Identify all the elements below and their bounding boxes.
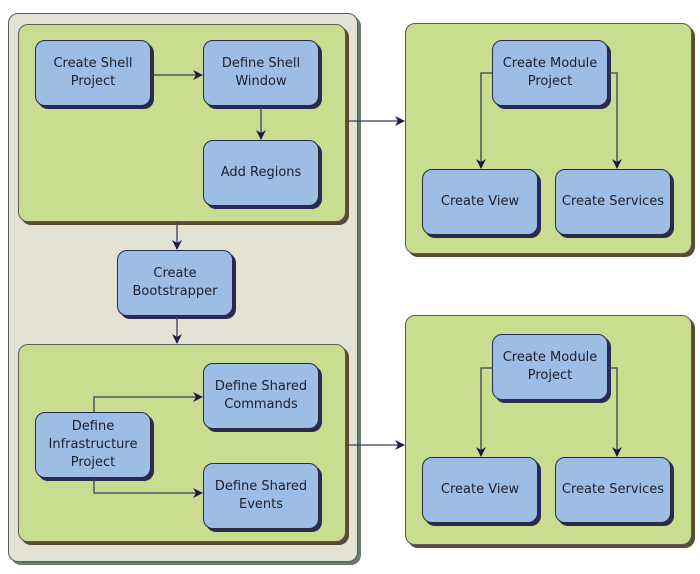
add-regions-node[interactable]: Add Regions bbox=[203, 140, 319, 206]
node-label: Define Infrastructure Project bbox=[48, 419, 138, 470]
define-shared-events-node[interactable]: Define Shared Events bbox=[203, 463, 319, 529]
node-label: Create Bootstrapper bbox=[132, 266, 218, 299]
create-view-node[interactable]: Create View bbox=[422, 457, 538, 523]
node-label: Define Shared Events bbox=[214, 479, 308, 512]
node-label: Create View bbox=[440, 482, 520, 497]
create-module-project-node[interactable]: Create Module Project bbox=[492, 40, 608, 106]
create-bootstrapper-node[interactable]: Create Bootstrapper bbox=[117, 250, 233, 316]
create-module-project-node[interactable]: Create Module Project bbox=[492, 334, 608, 400]
create-view-node[interactable]: Create View bbox=[422, 169, 538, 235]
define-infrastructure-project-node[interactable]: Define Infrastructure Project bbox=[35, 412, 151, 478]
node-label: Create Services bbox=[561, 482, 665, 497]
define-shared-commands-node[interactable]: Define Shared Commands bbox=[203, 363, 319, 429]
create-services-node[interactable]: Create Services bbox=[555, 169, 671, 235]
create-shell-project-node[interactable]: Create Shell Project bbox=[35, 40, 151, 106]
create-services-node[interactable]: Create Services bbox=[555, 457, 671, 523]
node-label: Create Services bbox=[561, 194, 665, 209]
node-label: Define Shell Window bbox=[221, 56, 301, 89]
define-shell-window-node[interactable]: Define Shell Window bbox=[203, 40, 319, 106]
node-label: Create Module Project bbox=[502, 350, 598, 383]
node-label: Create Shell Project bbox=[53, 56, 133, 89]
node-label: Create Module Project bbox=[502, 56, 598, 89]
node-label: Create View bbox=[440, 194, 520, 209]
node-label: Define Shared Commands bbox=[214, 379, 308, 412]
node-label: Add Regions bbox=[220, 165, 302, 180]
